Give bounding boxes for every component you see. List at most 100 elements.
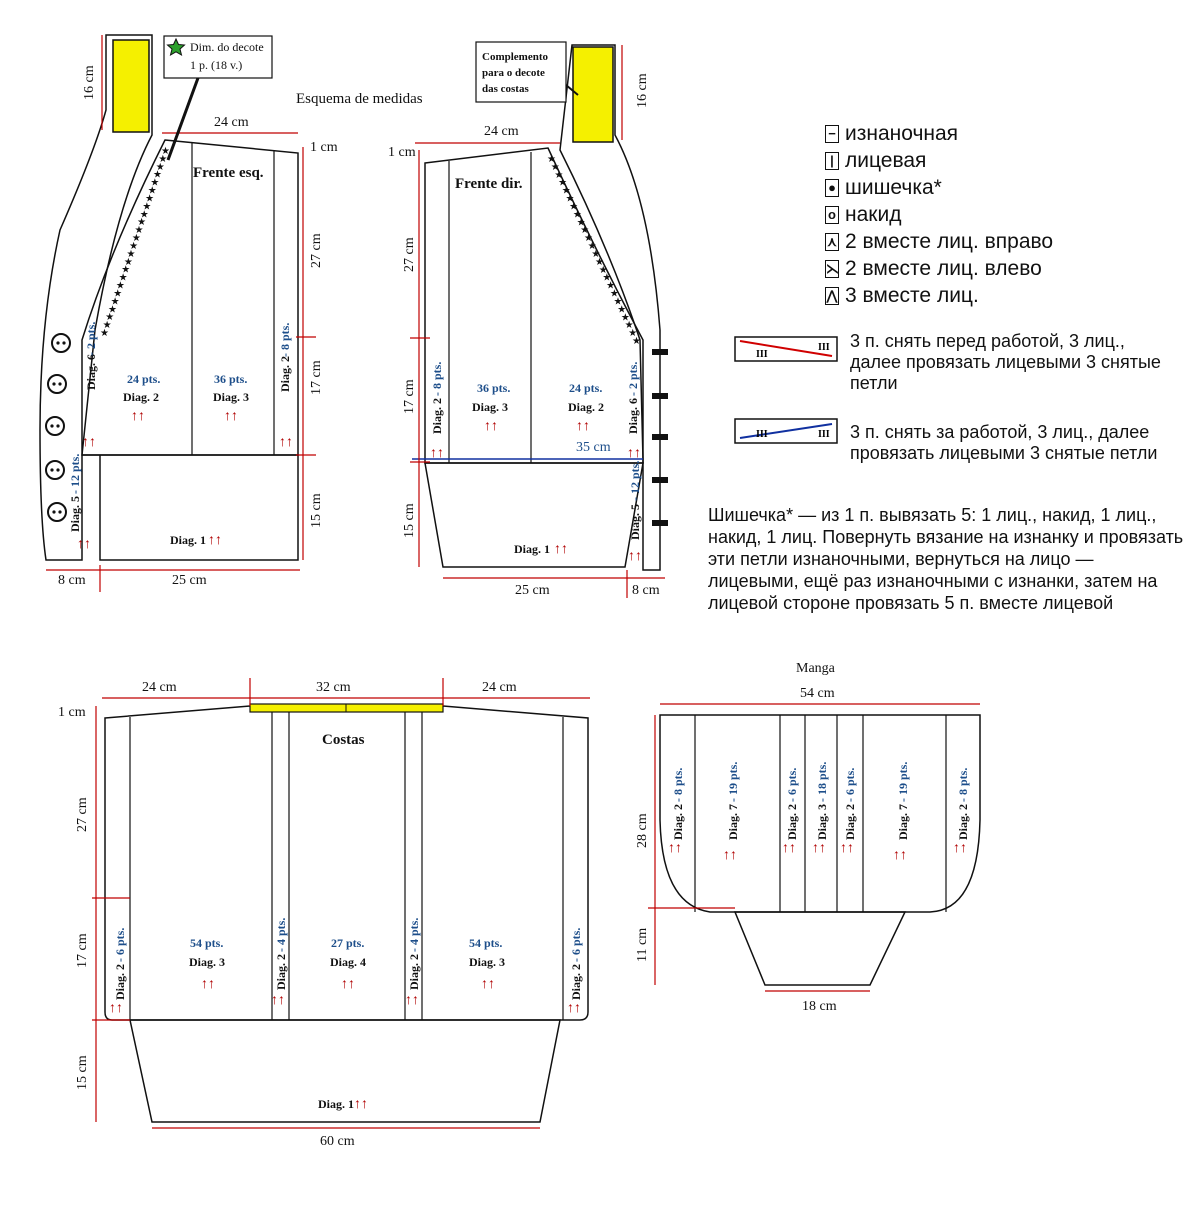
arrow-mark: ↑↑ <box>481 977 495 992</box>
back-col1-diag: Diag. 2 <box>113 964 127 1000</box>
neckline-star-icon: ★ <box>127 249 136 260</box>
front-left-piece: ★★★★★★★★★★★★★★★★★★★★★★★★ Frente esq. 24 … <box>39 34 338 592</box>
sleeve-col7-diag: Diag. 2 <box>956 804 970 840</box>
neckline-star-icon: ★ <box>565 194 574 205</box>
back-col2-diag: Diag. 3 <box>189 955 225 969</box>
green-star-icon <box>166 37 186 57</box>
back-collar-callout: Complemento para o decote das costas <box>475 41 579 103</box>
front-right-top-dim: 24 cm <box>484 124 519 139</box>
back-col1-pts: - 6 pts. <box>113 928 127 962</box>
front-left-top-dim: 24 cm <box>214 115 249 130</box>
arrow-mark: ↑↑ <box>109 1001 123 1016</box>
back-collar-callout-line3: das costas <box>482 83 529 95</box>
front-right-col2-diag: Diag. 3 <box>472 400 508 414</box>
front-right-col3-pts: 24 pts. <box>569 381 602 395</box>
neckline-star-icon: ★ <box>161 146 170 157</box>
neckline-star-icon: ★ <box>628 328 637 339</box>
arrow-mark: ↑↑ <box>430 446 444 461</box>
sleeve-upper-outline <box>659 714 981 913</box>
yarn-over-symbol-icon: o <box>825 205 839 224</box>
k3tog-symbol-icon: ⋀ <box>825 286 839 305</box>
front-right-bottom-diag: Diag. 1 <box>514 542 550 556</box>
front-left-col2-diag: Diag. 2 <box>123 390 159 404</box>
arrow-mark: ↑↑ <box>77 537 91 552</box>
neckline-star-icon: ★ <box>595 257 604 268</box>
front-right-drop-dim: 1 cm <box>388 145 416 160</box>
neckline-star-icon: ★ <box>610 289 619 300</box>
legend-item: ⋀ 3 вместе лиц. <box>825 282 1053 309</box>
neckline-star-icon: ★ <box>591 249 600 260</box>
front-right-col3-diag: Diag. 2 <box>568 400 604 414</box>
neckline-star-icon: ★ <box>119 273 128 284</box>
front-left-upper-outline <box>81 139 299 456</box>
sleeve-col5-diag: Diag. 2 <box>843 804 857 840</box>
sleeve-piece: Manga 54 cm 28 cm 11 cm 18 cm Diag. 2 - … <box>635 661 981 1014</box>
sleeve-col2-diag: Diag. 7 <box>726 804 740 840</box>
front-right-inner-dim: 35 cm <box>576 440 611 455</box>
legend-item: ●шишечка* <box>825 174 1053 201</box>
neckline-callout: Dim. do decote 1 p. (18 v.) <box>163 35 273 161</box>
back-col7-pts: - 6 pts. <box>569 928 583 962</box>
front-right-bottom-w-dim: 25 cm <box>515 583 550 598</box>
sleeve-dim-lines <box>648 703 980 992</box>
arrow-mark: ↑↑ <box>131 409 145 424</box>
arrow-mark: ↑↑ <box>893 848 907 863</box>
legend-label: шишечка* <box>845 176 942 199</box>
neckline-star-icon: ★ <box>150 178 159 189</box>
front-left-col3-diag: Diag. 3 <box>213 390 249 404</box>
back-col5-pts: - 4 pts. <box>407 918 421 952</box>
neckline-star-icon: ★ <box>108 304 117 315</box>
neckline-star-icon: ★ <box>569 201 578 212</box>
sleeve-col3-pts: - 6 pts. <box>785 768 799 802</box>
front-left-col1-diag: Diag. 6 <box>84 354 98 390</box>
front-right-armhole-dim: 27 cm <box>402 237 417 272</box>
cable-front-symbol-icon: III III <box>734 336 838 362</box>
neckline-star-icon: ★ <box>580 225 589 236</box>
front-left-col4-diag: Diag. 2 <box>278 356 292 392</box>
back-col4-diag: Diag. 4 <box>330 955 366 969</box>
knit-symbol-icon: | <box>825 151 839 170</box>
front-left-armhole-dim: 27 cm <box>309 233 324 268</box>
legend-item: |лицевая <box>825 147 1053 174</box>
front-right-band-pts: - 12 pts. <box>628 461 642 501</box>
back-right-dim: 24 cm <box>482 680 517 695</box>
neckline-star-icon: ★ <box>547 154 556 165</box>
legend-item: ⋋2 вместе лиц. влево <box>825 255 1053 282</box>
neckline-star-icon: ★ <box>111 296 120 307</box>
front-right-band-diag: Diag. 5 <box>628 504 642 540</box>
front-left-drop-dim: 1 cm <box>310 140 338 155</box>
neckline-star-icon: ★ <box>558 178 567 189</box>
arrow-mark: ↑↑ <box>279 435 293 450</box>
neckline-star-icon: ★ <box>148 186 157 197</box>
neckline-star-icon: ★ <box>142 201 151 212</box>
sleeve-col2-pts: - 19 pts. <box>726 762 740 802</box>
front-left-name: Frente esq. <box>193 165 264 181</box>
arrow-mark: ↑↑ <box>782 841 796 856</box>
sleeve-col6-diag: Diag. 7 <box>896 804 910 840</box>
neckline-star-icon: ★ <box>562 186 571 197</box>
legend-label: изнаночная <box>845 122 959 145</box>
front-left-mid-dim: 17 cm <box>309 360 324 395</box>
back-col5-diag: Diag. 2 <box>407 954 421 990</box>
back-col3-diag: Diag. 2 <box>274 954 288 990</box>
sleeve-cuff-dim: 18 cm <box>802 999 837 1014</box>
arrow-mark: ↑↑ <box>668 841 682 856</box>
back-collar-callout-line1: Complemento <box>482 51 548 63</box>
front-right-name: Frente dir. <box>455 176 523 192</box>
back-bottom-diag: Diag. 1 <box>318 1097 354 1111</box>
back-col3-pts: - 4 pts. <box>274 918 288 952</box>
back-col2-pts: 54 pts. <box>190 936 223 950</box>
front-left-dim-lines <box>46 35 316 592</box>
neckline-star-icon: ★ <box>140 209 149 220</box>
back-lower-outline <box>129 1019 561 1123</box>
neckline-star-icon: ★ <box>573 209 582 220</box>
bobble-note: Шишечка* — из 1 п. вывязать 5: 1 лиц., н… <box>708 505 1184 613</box>
front-right-neckline-stars: ★★★★★★★★★★★★★★★★★★★★★★★★ <box>547 154 641 347</box>
neckline-star-icon: ★ <box>584 233 593 244</box>
legend-label: 3 вместе лиц. <box>845 284 979 307</box>
back-name: Costas <box>322 732 365 748</box>
front-right-mid-dim: 17 cm <box>402 379 417 414</box>
neckline-star-icon: ★ <box>124 257 133 268</box>
